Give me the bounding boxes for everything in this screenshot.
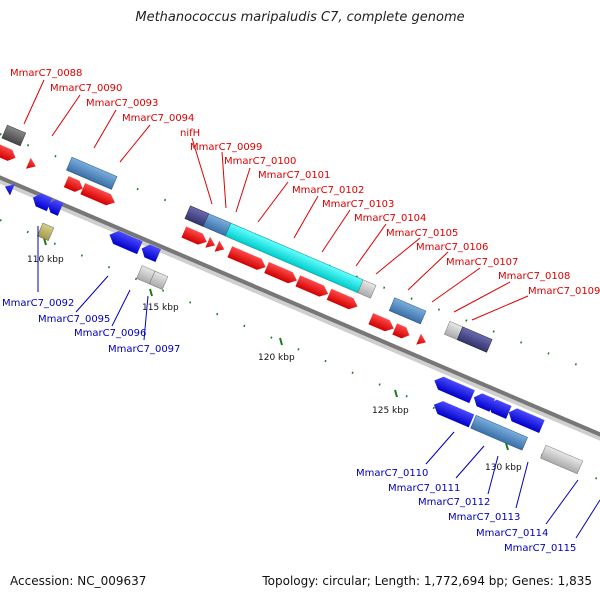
gene-0106a[interactable] (368, 313, 396, 334)
gene-0092a[interactable] (3, 181, 15, 196)
gene-0103b[interactable] (295, 275, 330, 299)
gene-0094a[interactable] (63, 176, 85, 194)
label-MmarC7_0103[interactable]: MmarC7_0103 (322, 199, 394, 210)
gene-0102[interactable] (227, 246, 268, 272)
leader-lines-forward (23, 79, 529, 321)
gene-0097b[interactable] (149, 270, 169, 290)
label-MmarC7_0111[interactable]: MmarC7_0111 (388, 483, 460, 494)
gene-0090b[interactable] (25, 157, 38, 172)
label-MmarC7_0113[interactable]: MmarC7_0113 (448, 512, 520, 523)
gene-0110b[interactable] (431, 398, 475, 428)
label-MmarC7_0108[interactable]: MmarC7_0108 (498, 271, 570, 282)
gene-0092c[interactable] (45, 197, 64, 216)
gene-0103[interactable] (264, 261, 299, 286)
gene-0104b[interactable] (326, 288, 360, 312)
leader-lines-reverse (37, 226, 600, 539)
gene-track (0, 124, 584, 475)
gene-0092b[interactable] (30, 191, 53, 212)
gene-0093[interactable] (66, 156, 118, 190)
gene-0114[interactable] (540, 444, 584, 475)
gene-0104[interactable] (357, 279, 377, 299)
gene-0108[interactable] (456, 326, 493, 353)
map-title: Methanococcus maripaludis C7, complete g… (135, 10, 465, 25)
gene-0100b[interactable] (214, 240, 227, 255)
label-MmarC7_0101[interactable]: MmarC7_0101 (258, 170, 330, 181)
label-MmarC7_0104[interactable]: MmarC7_0104 (354, 213, 426, 224)
accession-text: Accession: NC_009637 (10, 574, 147, 588)
gene-0094b[interactable] (80, 183, 117, 208)
scale-label-130kbp: 130 kbp (485, 463, 522, 473)
label-MmarC7_0099[interactable]: MmarC7_0099 (190, 142, 262, 153)
label-nifH[interactable]: nifH (180, 128, 200, 139)
label-MmarC7_0094[interactable]: MmarC7_0094 (122, 113, 194, 124)
gene-0092d[interactable] (36, 222, 55, 241)
scale-label-125kbp: 125 kbp (372, 406, 409, 416)
gene-0099b[interactable] (205, 236, 217, 251)
forward-gene-labels: MmarC7_0088 MmarC7_0090 MmarC7_0093 Mmar… (10, 68, 600, 297)
gene-0113[interactable] (506, 406, 545, 434)
label-MmarC7_0114[interactable]: MmarC7_0114 (476, 528, 548, 539)
label-MmarC7_0109[interactable]: MmarC7_0109 (528, 286, 600, 297)
label-MmarC7_0093[interactable]: MmarC7_0093 (86, 98, 158, 109)
gene-0088[interactable] (1, 124, 27, 147)
gene-0106b[interactable] (392, 323, 411, 340)
label-MmarC7_0115[interactable]: MmarC7_0115 (504, 543, 576, 554)
gene-0112b[interactable] (470, 414, 528, 451)
genome-summary-text: Topology: circular; Length: 1,772,694 bp… (262, 574, 592, 588)
gene-0109[interactable] (416, 333, 428, 348)
label-MmarC7_0088[interactable]: MmarC7_0088 (10, 68, 82, 79)
label-MmarC7_0095[interactable]: MmarC7_0095 (38, 314, 110, 325)
gene-0105[interactable] (388, 297, 427, 325)
label-MmarC7_0090[interactable]: MmarC7_0090 (50, 83, 122, 94)
genome-backbone (0, 175, 600, 437)
label-MmarC7_0096[interactable]: MmarC7_0096 (74, 328, 146, 339)
scale-label-115kbp: 115 kbp (142, 303, 179, 313)
gene-0095[interactable] (107, 228, 143, 255)
label-MmarC7_0105[interactable]: MmarC7_0105 (386, 228, 458, 239)
label-MmarC7_0100[interactable]: MmarC7_0100 (224, 156, 296, 167)
label-MmarC7_0097[interactable]: MmarC7_0097 (108, 344, 180, 355)
label-MmarC7_0106[interactable]: MmarC7_0106 (416, 242, 488, 253)
label-MmarC7_0112[interactable]: MmarC7_0112 (418, 497, 490, 508)
gene-nifH[interactable] (181, 226, 209, 248)
label-MmarC7_0110[interactable]: MmarC7_0110 (356, 468, 428, 479)
label-MmarC7_0107[interactable]: MmarC7_0107 (446, 257, 518, 268)
gene-0110[interactable] (432, 374, 475, 404)
scale-label-110kbp: 110 kbp (27, 255, 64, 265)
gene-0096[interactable] (139, 242, 161, 263)
scale-label-120kbp: 120 kbp (258, 353, 295, 363)
gene-0090[interactable] (0, 144, 18, 163)
gene-0112[interactable] (486, 397, 512, 419)
label-MmarC7_0092[interactable]: MmarC7_0092 (2, 298, 74, 309)
label-MmarC7_0102[interactable]: MmarC7_0102 (292, 185, 364, 196)
reverse-gene-labels: MmarC7_0092 MmarC7_0095 MmarC7_0096 Mmar… (2, 298, 576, 554)
